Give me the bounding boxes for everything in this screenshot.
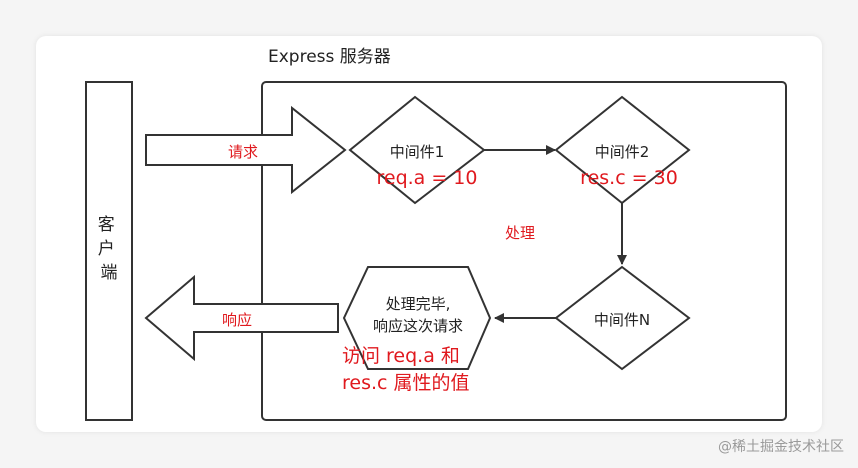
middleware-1-annotation: req.a = 10 [376, 167, 477, 189]
client-label: 客 户 端 [98, 215, 120, 283]
server-boundary [261, 81, 787, 421]
middleware-1-label: 中间件1 [390, 143, 445, 161]
middleware-1-diamond [348, 95, 486, 205]
finish-label-line1: 处理完毕, [386, 295, 451, 313]
finish-hexagon [342, 266, 492, 370]
response-arrow [144, 274, 339, 362]
client-box [85, 81, 133, 421]
process-label: 处理 [505, 224, 535, 242]
request-arrow [145, 105, 347, 195]
watermark: @稀土掘金技术社区 [718, 439, 844, 455]
server-title: Express 服务器 [268, 47, 391, 67]
finish-label-line2: 响应这次请求 [373, 317, 463, 335]
middleware-2-label: 中间件2 [595, 143, 650, 161]
response-label: 响应 [222, 311, 252, 329]
middleware-n-diamond [554, 265, 691, 371]
middleware-2-annotation: res.c = 30 [580, 167, 678, 189]
finish-annotation-line1: 访问 req.a 和 [342, 345, 460, 367]
request-label: 请求 [228, 143, 258, 161]
middleware-n-label: 中间件N [594, 311, 650, 329]
finish-annotation-line2: res.c 属性的值 [342, 372, 470, 394]
